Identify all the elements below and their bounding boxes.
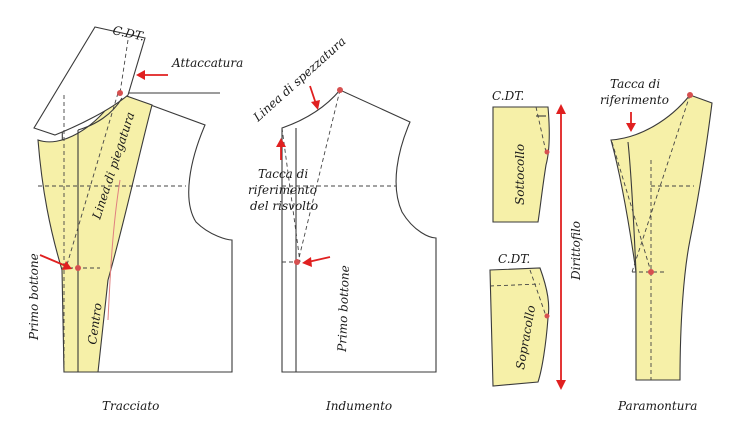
sottocollo-marker: [544, 149, 550, 155]
tacca-param-label-1: Tacca di: [610, 77, 660, 91]
dirittofilo-arrowhead-top: [556, 104, 566, 114]
sottocollo-label: Sottocollo: [513, 144, 527, 205]
paramontura-piece: [610, 94, 713, 381]
primo-bottone-mid-arrow: [307, 256, 331, 263]
tacca-risvolto-label-1: Tacca di: [258, 167, 308, 181]
tracciato-group: C.DT. Attaccatura Linea di piegatura Pri…: [27, 23, 243, 413]
tracciato-fold-dash-2: [119, 39, 129, 94]
paramontura-neck-marker: [687, 92, 693, 98]
paramontura-group: Tacca di riferimento Paramontura: [600, 77, 713, 413]
indumento-group: Linea di spezzatura Tacca di riferimento…: [248, 34, 437, 413]
primo-bottone-left-arrowhead: [62, 261, 72, 270]
paramontura-caption: Paramontura: [617, 399, 697, 413]
paramontura-edge-line: [627, 141, 637, 273]
tacca-risvolto-label-3: del risvolto: [250, 199, 318, 213]
tracciato-caption: Tracciato: [102, 399, 159, 413]
primo-bottone-left-arrow: [39, 254, 67, 267]
paramontura-diag-dash-2: [611, 141, 652, 273]
centro-label: Centro: [85, 302, 105, 345]
primo-bottone-left-label: Primo bottone: [27, 253, 41, 341]
collar-cdt-label: C.DT.: [111, 23, 145, 43]
sopracollo-cdt-label: C.DT.: [498, 252, 530, 266]
indumento-lapel-dash-2: [281, 127, 301, 263]
linea-spezzatura-arrow: [309, 85, 317, 105]
tracciato-collar-curve: [77, 97, 123, 131]
attaccatura-arrowhead: [136, 70, 145, 80]
linea-spezzatura-arrowhead: [311, 100, 320, 110]
sopracollo-dash-2: [489, 283, 541, 287]
tacca-param-arrowhead: [626, 123, 636, 132]
tacca-risvolto-label-2: riferimento: [248, 183, 317, 197]
tacca-param-label-2: riferimento: [600, 93, 669, 107]
indumento-neck-marker: [337, 87, 343, 93]
sopracollo-dash: [529, 269, 547, 317]
indumento-lapel-dash: [297, 89, 341, 263]
indumento-caption: Indumento: [325, 399, 392, 413]
sopracollo-marker: [544, 313, 550, 319]
tracciato-neck-marker: [117, 90, 123, 96]
sottocollo-dash: [535, 106, 547, 153]
paramontura-button-marker: [648, 269, 654, 275]
sottocollo-cdt-label: C.DT.: [492, 89, 524, 103]
paramontura-diag-dash: [631, 94, 691, 273]
tracciato-collar: [33, 26, 146, 136]
primo-bottone-mid-label: Primo bottone: [335, 265, 352, 353]
indumento-bodice: [281, 89, 437, 373]
attaccatura-label: Attaccatura: [171, 56, 243, 70]
dirittofilo-label: Dirittofilo: [569, 221, 583, 281]
tracciato-button-marker: [75, 265, 81, 271]
tracciato-fold-dash: [65, 92, 119, 269]
tacca-risvolto-arrowhead: [276, 138, 286, 147]
indumento-button-marker: [294, 259, 300, 265]
collars-group: C.DT. Sottocollo C.DT. Sopracollo Diritt…: [489, 89, 583, 390]
sottocollo-piece: [492, 106, 550, 223]
primo-bottone-mid-arrowhead: [302, 257, 312, 267]
dirittofilo-arrowhead-bottom: [556, 380, 566, 390]
tracciato-edge-accent: [107, 179, 121, 321]
